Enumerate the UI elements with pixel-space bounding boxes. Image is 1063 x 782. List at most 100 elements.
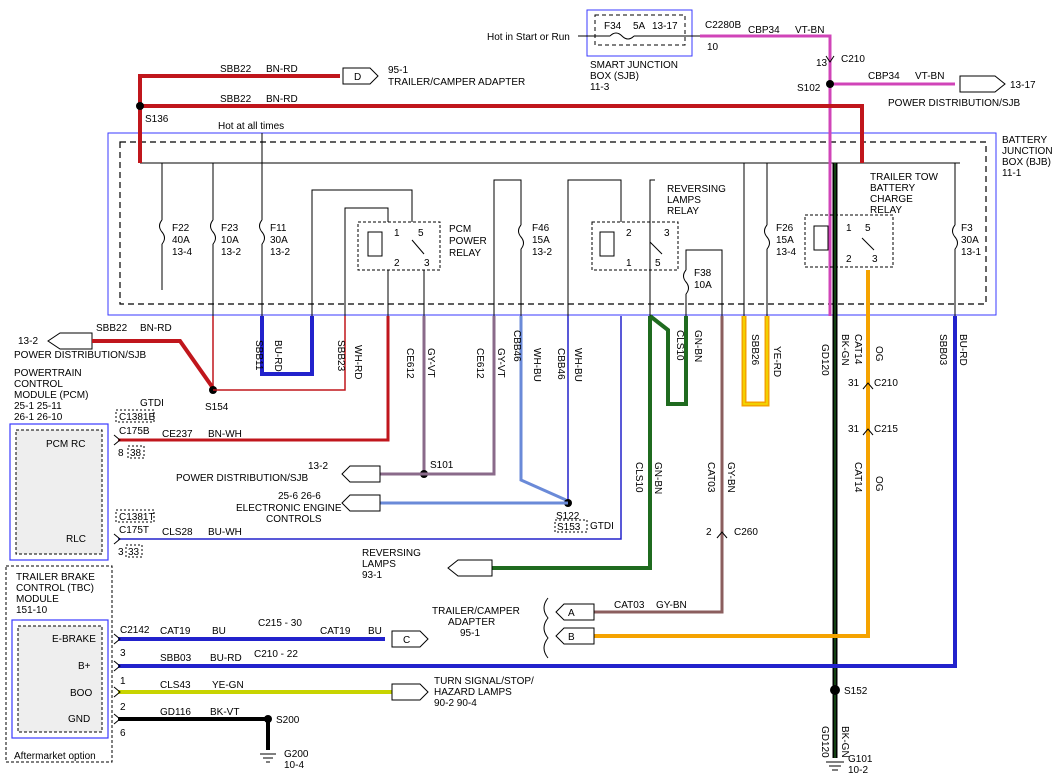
- f46-amp: 15A: [532, 235, 550, 246]
- pd-sjb-1317-ref: 13-17: [1010, 80, 1036, 91]
- cls10-a-label: CLS10: [674, 330, 685, 361]
- eec-connector: [341, 494, 381, 512]
- connector-b-label: B: [568, 632, 575, 643]
- reversing-lamps-connector: [447, 559, 493, 577]
- rev-lamps-label-1: REVERSING: [362, 548, 421, 559]
- tt-relay-label-2: BATTERY: [870, 183, 916, 194]
- wire-cls10-green-down: [492, 316, 652, 570]
- connector-d: [342, 67, 379, 85]
- gybn-b-label: GY-BN: [656, 600, 687, 611]
- cbb46-a-label: CBB46: [511, 330, 522, 362]
- f3-ref: 13-1: [961, 247, 981, 258]
- c210-top-label: C210: [841, 54, 865, 65]
- s154-label: S154: [205, 402, 229, 413]
- tbc-dashed-area: [5, 565, 113, 763]
- rlc-label: RLC: [66, 534, 86, 545]
- f46-ref: 13-2: [532, 247, 552, 258]
- c2280b-pin: 10: [707, 42, 719, 53]
- s102-label: S102: [797, 83, 821, 94]
- og-a-label: OG: [873, 346, 884, 362]
- eec-label-2: CONTROLS: [266, 514, 322, 525]
- pin33-label: 33: [128, 547, 140, 558]
- bkvt-label: BK-VT: [210, 707, 239, 718]
- f26-amp: 15A: [776, 235, 794, 246]
- f23-amp: 10A: [221, 235, 239, 246]
- cat19-b-label: CAT19: [320, 626, 351, 637]
- wire-cbb46-a: [519, 316, 567, 502]
- wire-cls28-blue: [118, 316, 622, 540]
- vtbn-top-label: VT-BN: [795, 25, 824, 36]
- cls10-b-label: CLS10: [633, 462, 644, 493]
- fuse-f11-icon: [259, 219, 265, 245]
- tca-ref: 95-1: [388, 65, 408, 76]
- fuse-f46-icon: [518, 224, 524, 250]
- bu-b-label: BU: [368, 626, 382, 637]
- f23-label: F23: [221, 223, 239, 234]
- f22-amp: 40A: [172, 235, 190, 246]
- tca2-label-2: ADAPTER: [448, 617, 495, 628]
- s200-splice: [264, 715, 272, 723]
- wire-ce612-b: [380, 316, 496, 476]
- gd116-label: GD116: [160, 707, 191, 718]
- burd-a-label: BU-RD: [272, 340, 283, 372]
- c1381t-label: C1381T: [119, 512, 155, 523]
- c2142-label: C2142: [120, 625, 150, 636]
- pcm-label-1: POWERTRAIN: [14, 368, 82, 379]
- bkgn-b-label: BK-GN: [839, 726, 850, 758]
- sbb22-c-label: SBB22: [96, 323, 128, 334]
- pd-sjb-1317-connector: [959, 75, 1006, 93]
- tbc-label-4: 151-10: [16, 605, 48, 616]
- gnbn-b-label: GN-BN: [652, 462, 663, 494]
- aftermarket-label: Aftermarket option: [14, 751, 96, 762]
- cls43-label: CLS43: [160, 680, 191, 691]
- wire-s154-red-thin: [213, 316, 346, 391]
- bjb-inner-dashed: [119, 141, 987, 305]
- rlc-arrow: [113, 533, 121, 545]
- gd120-a-label: GD120: [819, 344, 830, 376]
- eec-ref: 25-6 26-6: [278, 491, 321, 502]
- svg-text:2: 2: [626, 228, 632, 239]
- pcm-label-2: CONTROL: [14, 379, 63, 390]
- c210-22-label: C210 - 22: [254, 649, 298, 660]
- bjb-label-2: JUNCTION: [1002, 146, 1053, 157]
- s122-label: S122: [556, 511, 580, 522]
- rev-relay-label-1: REVERSING: [667, 184, 726, 195]
- g200-label: G200: [284, 749, 309, 760]
- svg-text:1: 1: [626, 258, 632, 269]
- tbc-module: [11, 619, 109, 739]
- c215-mid-arrow: [862, 428, 874, 436]
- wire-cat14-orange: [594, 270, 870, 638]
- c210-mid-arrow: [862, 382, 874, 390]
- bjb-label-4: 11-1: [1002, 168, 1022, 179]
- gtdi-a-label: GTDI: [140, 398, 164, 409]
- cat14-a-label: CAT14: [852, 334, 863, 365]
- pcm-relay-coil-icon: [367, 231, 383, 257]
- pcm-power-relay: [357, 221, 441, 271]
- fuse-f38-icon: [683, 269, 689, 295]
- connector-a-label: A: [568, 608, 575, 619]
- sbb22-a-label: SBB22: [220, 64, 252, 75]
- tbc-label-3: MODULE: [16, 594, 59, 605]
- connector-a: [555, 603, 595, 621]
- boo-label: BOO: [70, 688, 92, 699]
- wire-sbb22-red-c: [92, 339, 215, 390]
- c210-31a: 31: [848, 378, 860, 389]
- f38-label: F38: [694, 268, 712, 279]
- gtdi-b-label: GTDI: [590, 521, 614, 532]
- f11-label: F11: [270, 223, 287, 234]
- gybn-a-label: GY-BN: [725, 462, 736, 493]
- svg-text:6: 6: [120, 728, 126, 739]
- f34-label: F34: [604, 21, 622, 32]
- turn-label-2: HAZARD LAMPS: [434, 687, 512, 698]
- gnbn-a-label: GN-BN: [692, 330, 703, 362]
- gd120-b-label: GD120: [819, 726, 830, 758]
- g101-ref: 10-2: [848, 765, 868, 776]
- bu-a-label: BU: [212, 626, 226, 637]
- turn-signal-connector: [391, 683, 429, 701]
- yerd-label: YE-RD: [771, 346, 782, 377]
- tca2-label-1: TRAILER/CAMPER: [432, 606, 520, 617]
- hot-all-times-label: Hot at all times: [218, 121, 284, 132]
- c260-pin: 2: [706, 527, 712, 538]
- pcm-module: [9, 423, 109, 561]
- turn-label-1: TURN SIGNAL/STOP/: [434, 676, 534, 687]
